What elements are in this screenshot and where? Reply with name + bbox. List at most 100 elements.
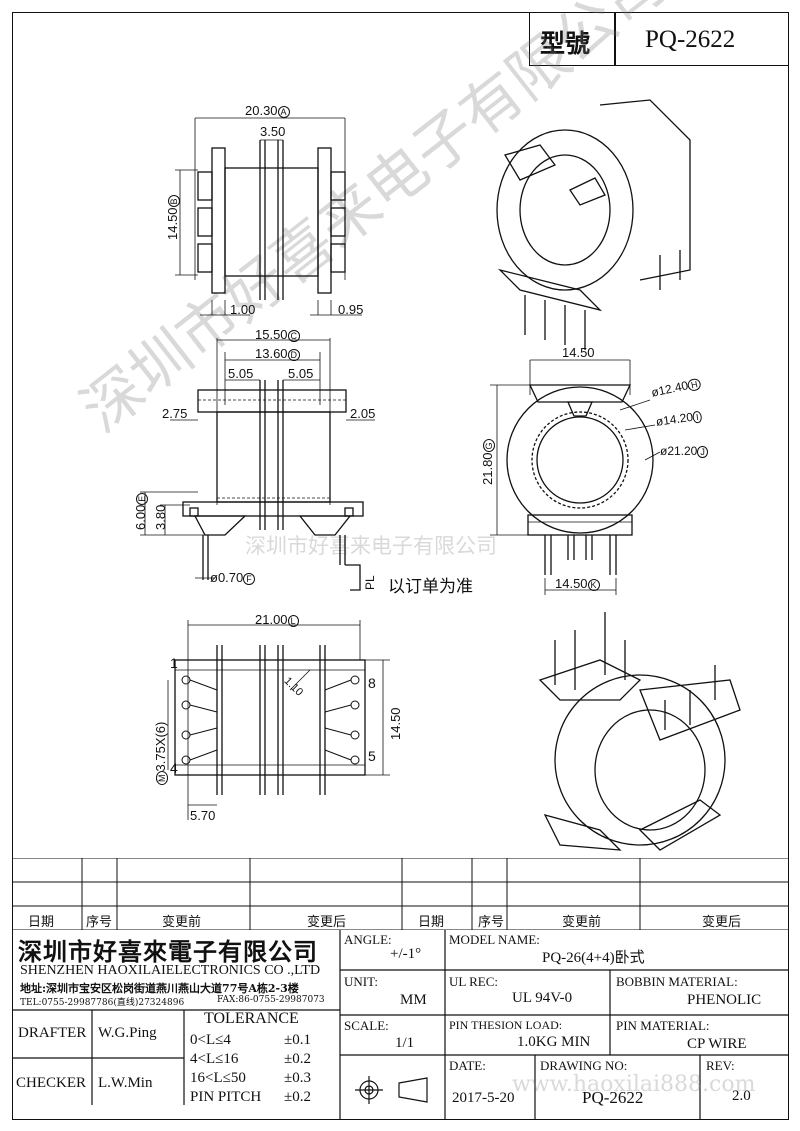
dim-top-left-pin: 1.00 [230,302,256,317]
dim-front-width: 14.50 [562,345,595,360]
pin-material-label: PIN MATERIAL: [616,1018,710,1033]
dim-bottom-height: 14.50 [388,707,403,740]
checker-value: L.W.Min [98,1075,153,1091]
unit-label: UNIT: [344,974,379,989]
bobbin-label: BOBBIN MATERIAL: [616,974,738,989]
model-header-box [529,12,789,66]
front-view [490,359,661,595]
dim-top-height: 14.50B [165,195,180,240]
pin-material-value: CP WIRE [687,1036,747,1052]
tol-value-4: ±0.2 [284,1089,311,1105]
checker-label: CHECKER [16,1075,87,1091]
rev-header-before-1: 变更前 [162,915,202,930]
drawing-frame [12,12,789,1120]
revision-table: 日期 序号 变更前 变更后 日期 序号 变更前 变更后 [12,858,789,930]
ul-value: UL 94V-0 [512,990,573,1006]
dim-tag-e: E [136,492,148,505]
dim-tag-i: I [692,410,703,424]
angle-value: +/-1° [390,946,422,962]
rev-header-after-2: 变更后 [702,915,742,930]
rev-value: 2.0 [732,1088,751,1104]
dim-tag-m: M [156,771,168,785]
watermark-company-horizontal: 深圳市好喜来电子有限公司 [245,534,497,558]
rev-header-date-2: 日期 [418,915,445,930]
tol-range-4: PIN PITCH [190,1089,262,1105]
ul-label: UL REC: [449,974,498,989]
dim-side-right-gap: 5.05 [288,366,314,381]
dim-top-center: 3.50 [260,124,286,139]
dim-front-height: 21.80G [480,439,495,485]
dim-tag-b: B [168,195,180,208]
tol-value-2: ±0.2 [284,1051,311,1067]
dim-tag-d: D [287,349,301,361]
pin-label-1: 1 [170,655,178,671]
model-header-label: 型號 [540,29,591,58]
dim-tag-k: K [587,579,600,591]
drafter-value: W.G.Ping [98,1025,157,1041]
pin-label-5: 5 [368,748,376,764]
rev-header-date-1: 日期 [28,915,55,930]
tol-range-1: 0<L≤4 [190,1032,231,1048]
dim-side-right-edge: 2.05 [350,406,376,421]
tol-value-1: ±0.1 [284,1032,311,1048]
revision-table-grid [12,858,789,930]
rev-header-after-1: 变更后 [307,915,347,930]
rev-header-no-2: 序号 [478,915,505,930]
pin-label-4: 4 [170,760,178,776]
dim-tag-j: J [697,446,708,458]
title-block-grid [12,930,789,1120]
model-label: MODEL NAME: [449,932,540,947]
dim-tag-a: A [277,106,290,118]
bottom-view [167,620,390,820]
dim-bottom-pitch: M3.75X(6) [153,722,168,785]
bobbin-value: PHENOLIC [687,992,762,1008]
dim-top-right-pin: 0.95 [338,302,364,317]
title-block: 深圳市好喜來電子有限公司 SHENZHEN HAOXILAIELECTRONIC… [12,930,789,1120]
dim-side-left-gap: 5.05 [228,366,254,381]
watermark-url: www.haoxilai888.com [512,1072,756,1097]
company-tel: TEL:0755-29987786(直线)27324896 [20,998,185,1008]
model-header-value: PQ-2622 [645,26,736,53]
dim-side-pin-length: PL [363,575,377,590]
dim-tag-c: C [287,330,301,342]
rev-header-no-1: 序号 [86,915,113,930]
tol-value-3: ±0.3 [284,1070,311,1086]
side-view [140,338,375,591]
pin-load-label: PIN THESION LOAD: [449,1018,563,1032]
drafter-label: DRAFTER [18,1025,87,1041]
dim-tag-g: G [483,439,495,453]
scale-label: SCALE: [344,1018,389,1033]
drawing-no-label: DRAWING NO: [540,1058,628,1073]
tolerance-label: TOLERANCE [204,1010,299,1027]
model-value: PQ-26(4+4)卧式 [542,950,645,966]
angle-label: ANGLE: [344,932,392,947]
tol-range-3: 16<L≤50 [190,1070,246,1086]
dim-tag-l: L [287,615,299,627]
isometric-view-top [496,99,691,350]
drawing-no-value: PQ-2622 [582,1088,644,1107]
pin-label-8: 8 [368,675,376,691]
scale-value: 1/1 [395,1035,415,1051]
company-name-en: SHENZHEN HAOXILAIELECTRONICS CO .,LTD [20,963,321,978]
rev-label: REV: [706,1058,735,1073]
company-name-cn: 深圳市好喜來電子有限公司 [18,937,318,966]
pin-load-value: 1.0KG MIN [517,1034,591,1050]
rev-header-before-2: 变更前 [562,915,602,930]
dim-side-total-height: 6.00E [133,492,148,530]
model-header-divider [614,12,616,66]
technical-drawing [140,99,741,851]
company-address: 地址:深圳市宝安区松岗街道燕川燕山大道77号A栋2-3楼 [20,982,299,995]
date-value: 2017-5-20 [452,1090,515,1106]
dim-side-left-edge: 2.75 [162,406,188,421]
date-label: DATE: [449,1058,486,1073]
unit-value: MM [400,992,427,1008]
company-fax: FAX:86-0755-29987073 [217,995,325,1005]
dim-tag-f: F [243,573,255,585]
tol-range-2: 4<L≤16 [190,1051,239,1067]
